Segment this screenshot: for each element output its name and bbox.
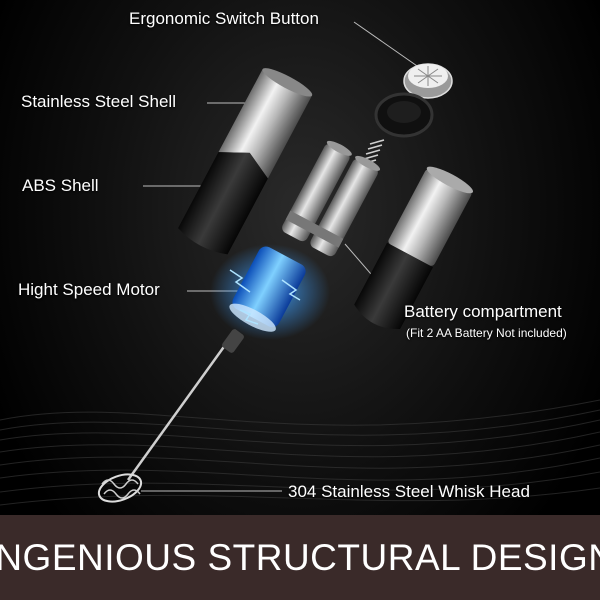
abs-shell-label: ABS Shell	[22, 176, 99, 195]
left-shell-part	[178, 68, 313, 255]
steel-shell-label: Stainless Steel Shell	[21, 92, 176, 111]
motor-label: Hight Speed Motor	[18, 280, 160, 299]
banner-title: INGENIOUS STRUCTURAL DESIGN	[0, 536, 600, 578]
spring-part	[361, 139, 385, 165]
battery-cylinders	[282, 140, 381, 257]
ring-part	[374, 92, 434, 138]
motor-part	[210, 244, 330, 340]
switch-button-part	[403, 63, 453, 99]
title-banner: INGENIOUS STRUCTURAL DESIGN	[0, 515, 600, 600]
wave-background	[0, 399, 600, 506]
battery-note: (Fit 2 AA Battery Not included)	[406, 326, 567, 340]
switch-label: Ergonomic Switch Button	[129, 9, 319, 28]
battery-label: Battery compartment	[404, 302, 562, 321]
whisk-label: 304 Stainless Steel Whisk Head	[288, 482, 530, 501]
right-shell-part	[354, 166, 474, 330]
whisk-part	[97, 329, 244, 503]
